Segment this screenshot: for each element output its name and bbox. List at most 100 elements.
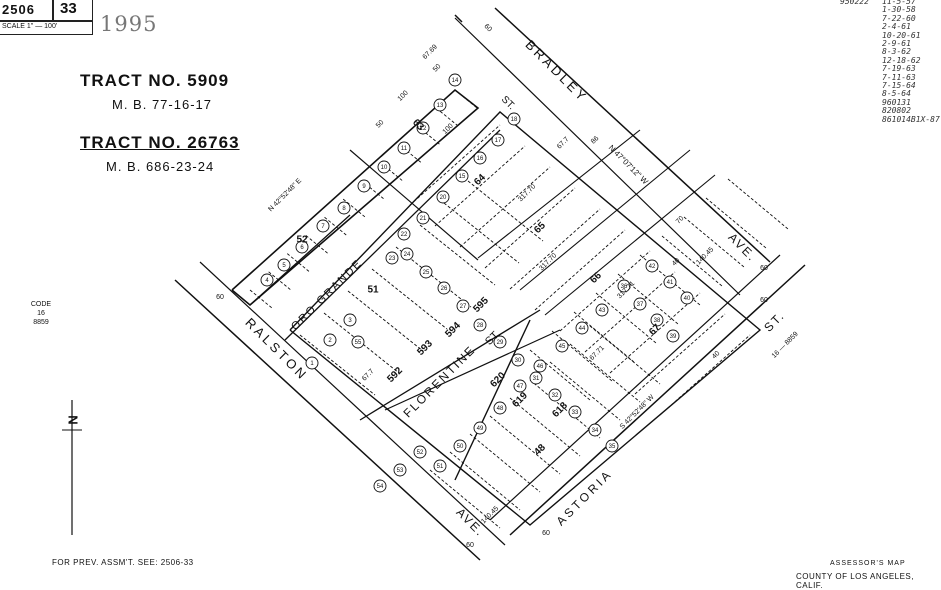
lot-circle — [588, 423, 602, 437]
lot-divider — [569, 343, 641, 403]
revision-entry: 7-19-63 — [882, 64, 916, 74]
tract-5909-title: TRACT NO. 5909 — [80, 71, 230, 90]
dimension-label: 67.7 — [556, 136, 571, 151]
lot-number: 39 — [670, 334, 677, 340]
lot-number: 31 — [533, 376, 540, 382]
ralston-ave-edge-outer — [174, 279, 481, 561]
header-rule — [0, 20, 92, 22]
lot-circle — [473, 151, 487, 165]
revision-entry: 11-5-57 — [882, 0, 916, 6]
tract-26763-mb: M. B. 686-23-24 — [106, 159, 215, 174]
revision-entry: 960131 — [882, 97, 911, 107]
lot-circle — [277, 258, 291, 272]
lot-number: 26 — [441, 286, 448, 292]
lot-divider — [371, 268, 448, 330]
dimension-label: 100 — [397, 90, 410, 103]
lot-circle — [351, 335, 365, 349]
revision-entry: 7-22-60 — [882, 13, 916, 23]
lot-number: 51 — [437, 464, 444, 470]
street-name-astoria-st: ST. — [761, 308, 787, 334]
revision-entry: 12-18-62 — [882, 55, 921, 65]
lot-divider — [347, 290, 424, 352]
lot-circle — [529, 371, 543, 385]
lot-divider — [429, 469, 501, 529]
lot-divider — [529, 349, 591, 401]
block-number: 64 — [472, 172, 488, 188]
lot-number: 53 — [397, 468, 404, 474]
lot-divider — [409, 124, 501, 206]
lot-circle — [373, 479, 387, 493]
lot-number: 54 — [377, 484, 384, 490]
lot-divider — [443, 202, 520, 264]
lot-number: 1 — [310, 361, 314, 367]
dimension-label: 60 — [483, 23, 494, 34]
lot-number: 36 — [621, 284, 628, 290]
lot-number: 49 — [477, 426, 484, 432]
lot-circle — [617, 279, 631, 293]
lot-circle — [595, 303, 609, 317]
lot-circle — [323, 333, 337, 347]
lot-circle — [357, 179, 371, 193]
lot-divider — [559, 250, 651, 332]
revision-entry: 8-3-62 — [882, 47, 911, 57]
block-number: 618 — [550, 400, 570, 420]
lot-circle — [548, 388, 562, 402]
lot-circle — [513, 379, 527, 393]
block-number: 593 — [415, 338, 435, 358]
lot-divider — [489, 415, 561, 475]
map-year: 1995 — [100, 12, 158, 36]
lot-circle — [575, 321, 589, 335]
block-number: 619 — [510, 390, 530, 410]
lot-circle — [491, 133, 505, 147]
lot-number: 40 — [684, 296, 691, 302]
block-number: 594 — [443, 320, 463, 340]
lot-divider — [484, 187, 576, 269]
lot-number: 18 — [511, 117, 518, 123]
lot-circle — [473, 421, 487, 435]
bradley-ave-edge-outer — [494, 7, 771, 263]
tract-26763-title: TRACT NO. 26763 — [80, 133, 240, 152]
lot-divider — [509, 208, 601, 290]
block-52-edge — [249, 214, 351, 306]
lot-divider — [467, 180, 544, 242]
ralston-ave-edge-inner — [199, 261, 506, 546]
dimension-label: 60 — [216, 294, 224, 301]
lot-divider — [609, 292, 701, 374]
lot-number: 48 — [497, 406, 504, 412]
oro-grande-st-edge — [284, 129, 501, 341]
dimension-label: 140.45 — [695, 246, 715, 266]
lot-divider — [584, 271, 676, 353]
lot-number: 29 — [497, 340, 504, 346]
dimension-label: 86 — [590, 135, 601, 146]
page-number: 33 — [60, 0, 77, 17]
prev-assessment-note: FOR PREV. ASSM'T. SEE: 2506-33 — [52, 558, 194, 567]
revision-list-right: 11-5-57 1-30-58 7-22-60 2-4-61 10-20-61 … — [882, 0, 940, 124]
lot-number: 6 — [300, 245, 304, 251]
lot-number: 14 — [452, 78, 459, 84]
lot-divider — [573, 311, 635, 363]
lot-circle — [666, 329, 680, 343]
lot-circle — [413, 445, 427, 459]
dimension-label: 60 — [760, 297, 768, 304]
lot-circle — [493, 335, 507, 349]
dimension-label: 67.69 — [422, 44, 439, 61]
lot-divider — [534, 229, 626, 311]
revision-entry: 2-9-61 — [882, 39, 911, 49]
block-number: 52 — [296, 235, 308, 246]
lot-number: 32 — [552, 393, 559, 399]
lot-divider — [469, 433, 541, 493]
lot-number: 52 — [417, 450, 424, 456]
code-right-label: 16 — 8859 — [771, 331, 800, 360]
lot-number: 12 — [420, 126, 427, 132]
dimension-label: 50 — [375, 119, 386, 130]
lot-divider — [249, 289, 273, 309]
lot-circle — [507, 112, 521, 126]
lot-number: 46 — [537, 364, 544, 370]
lot-circle — [645, 259, 659, 273]
lot-number: 30 — [515, 358, 522, 364]
lot-number: 28 — [477, 323, 484, 329]
bearing-label: N 42°52'48" E — [267, 176, 304, 213]
block-number: 66 — [588, 270, 604, 286]
lot-number: 55 — [355, 340, 362, 346]
lot-circle — [377, 160, 391, 174]
